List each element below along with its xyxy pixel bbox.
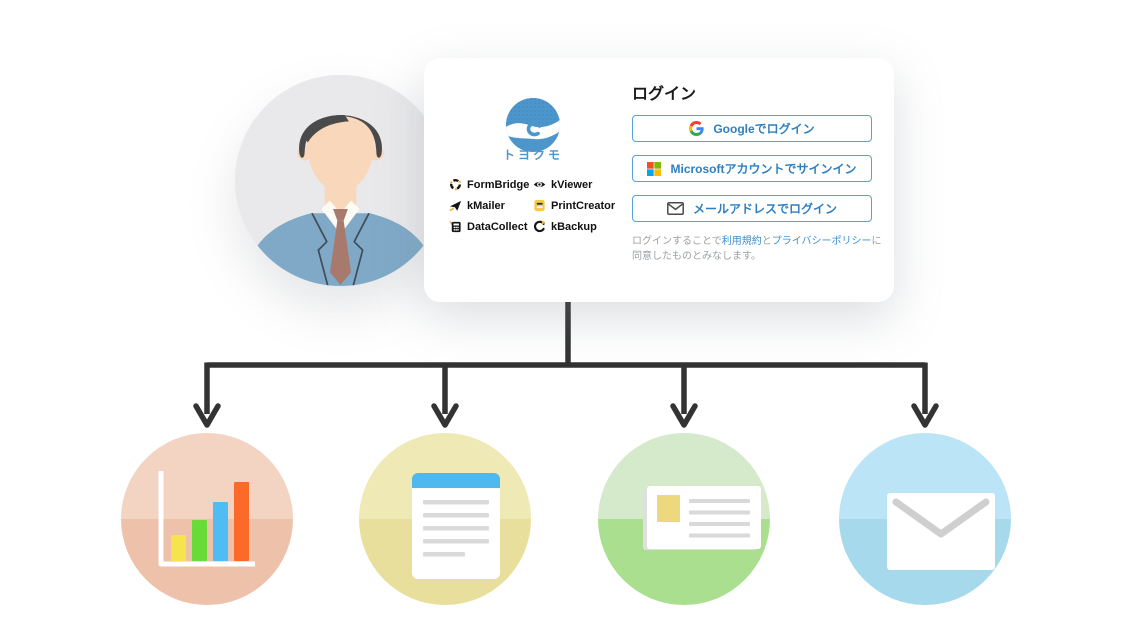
product-label: PrintCreator	[551, 199, 616, 212]
target-document-circle	[359, 433, 531, 605]
product-label: FormBridge	[467, 178, 530, 191]
product-item-kbackup: kBackup	[533, 220, 637, 233]
product-item-datacollect: DataCollect	[449, 220, 533, 233]
brand-name: トヨクモ	[502, 148, 563, 162]
printcreator-icon	[534, 199, 545, 212]
product-item-formbridge: FormBridge	[449, 178, 533, 191]
terms-link[interactable]: 利用規約	[721, 236, 762, 247]
target-envelope-circle	[839, 433, 1011, 605]
kbackup-icon	[533, 220, 546, 233]
mail-icon	[667, 202, 684, 215]
google-login-button[interactable]: Googleでログイン	[632, 115, 872, 142]
target-business-card-circle	[598, 433, 770, 605]
product-item-printcreator: PrintCreator	[533, 199, 637, 212]
email-login-label: メールアドレスでログイン	[692, 202, 837, 216]
kmailer-icon	[449, 200, 462, 212]
disclaimer-prefix: ログインすることで	[632, 236, 722, 247]
login-disclaimer: ログインすることで利用規約とプライバシーポリシーに同意したものとみなします。	[632, 234, 882, 264]
email-login-button[interactable]: メールアドレスでログイン	[632, 195, 872, 222]
bar-chart-icon	[158, 471, 255, 567]
product-label: DataCollect	[467, 220, 528, 233]
formbridge-icon	[450, 179, 461, 191]
microsoft-login-label: Microsoftアカウントでサインイン	[670, 162, 857, 176]
login-section: ログイン Googleでログイン Microsoftアカウントでサインイン	[632, 58, 882, 302]
microsoft-login-button[interactable]: Microsoftアカウントでサインイン	[632, 155, 872, 182]
business-card-icon	[643, 486, 761, 550]
document-icon	[412, 473, 500, 579]
target-bar-chart-circle	[121, 433, 293, 605]
google-login-label: Googleでログイン	[713, 122, 815, 136]
login-card: トヨクモ FormBridge kViewer kMaile	[424, 58, 894, 302]
disclaimer-suffix: に同意したものとみなします。	[632, 236, 882, 262]
toyokumo-logo-icon	[506, 98, 560, 152]
product-item-kviewer: kViewer	[533, 178, 637, 191]
datacollect-icon	[449, 220, 461, 233]
product-list: FormBridge kViewer kMailer PrintCreato	[449, 178, 637, 233]
product-label: kViewer	[551, 178, 593, 191]
product-label: kBackup	[551, 220, 597, 233]
product-item-kmailer: kMailer	[449, 199, 533, 212]
google-icon	[689, 121, 705, 136]
disclaimer-and: と	[761, 236, 772, 247]
product-label: kMailer	[467, 199, 505, 212]
login-title: ログイン	[632, 86, 697, 103]
businessman-illustration	[243, 114, 438, 286]
avatar	[235, 75, 446, 286]
microsoft-icon	[647, 161, 662, 176]
privacy-link[interactable]: プライバシーポリシー	[771, 236, 872, 247]
kviewer-icon	[533, 181, 546, 188]
envelope-icon	[887, 493, 995, 570]
